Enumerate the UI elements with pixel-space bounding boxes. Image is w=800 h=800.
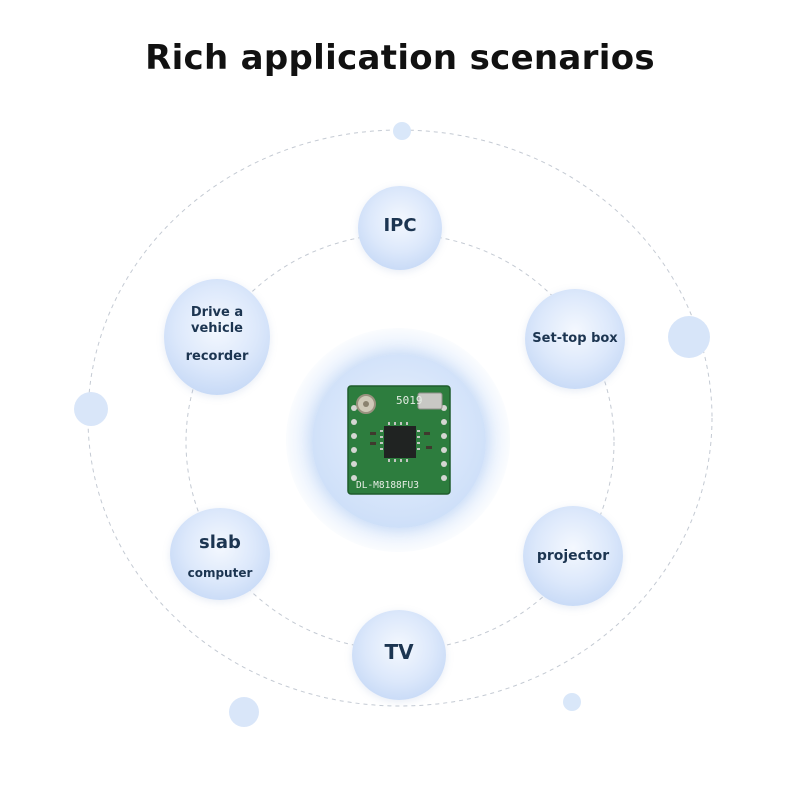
- node-drive-recorder-line3: recorder: [185, 349, 249, 364]
- chip: [384, 426, 416, 458]
- orbit-dot: [668, 316, 710, 358]
- node-slab-line1: slab: [199, 532, 241, 553]
- chip-mark: 5019: [396, 394, 423, 407]
- orbit-dot: [393, 122, 411, 140]
- node-tv: TV: [352, 610, 446, 700]
- wifi-module-image: 5019 DL-M8188FU3: [346, 384, 452, 496]
- outer-orbit: [87, 129, 713, 707]
- node-projector-label: projector: [536, 548, 610, 564]
- node-set-top-box-label: Set-top box: [532, 331, 618, 346]
- page-title: Rich application scenarios: [145, 38, 655, 78]
- orbit-dot: [229, 697, 259, 727]
- node-ipc: IPC: [358, 186, 442, 270]
- node-projector: projector: [523, 506, 623, 606]
- node-drive-recorder-line2: vehicle: [191, 321, 243, 336]
- board-label: DL-M8188FU3: [356, 480, 419, 491]
- node-set-top-box: Set-top box: [525, 289, 625, 389]
- orbit-dot: [74, 392, 108, 426]
- crystal-oscillator: [417, 392, 443, 410]
- node-slab-computer: slab computer: [170, 508, 270, 600]
- orbit-dot: [563, 693, 581, 711]
- node-drive-recorder: Drive a vehicle recorder: [164, 279, 270, 395]
- node-drive-recorder-line1: Drive a: [190, 305, 244, 320]
- node-tv-label: TV: [384, 640, 414, 664]
- node-slab-line2: computer: [187, 566, 253, 580]
- node-ipc-label: IPC: [383, 215, 417, 236]
